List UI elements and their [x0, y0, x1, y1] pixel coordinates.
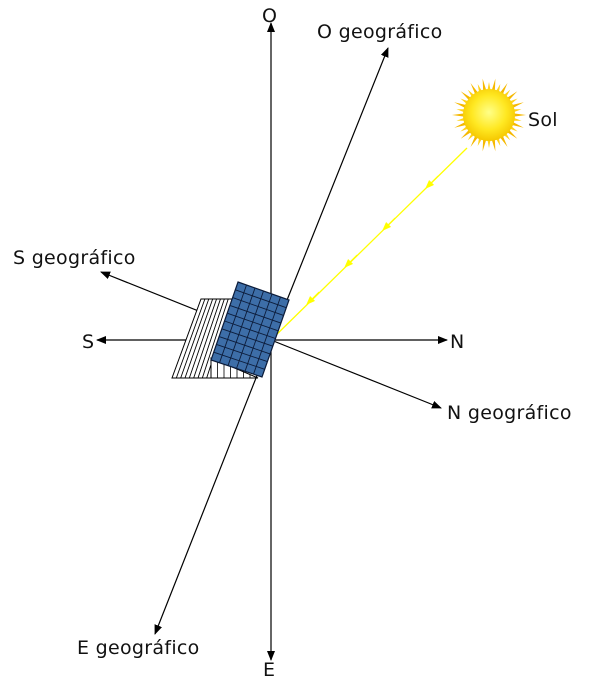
west-geo-label: O geográfico — [317, 21, 443, 43]
north-geo-axis-line — [270, 339, 442, 409]
sun-label: Sol — [528, 109, 558, 131]
north-geo-label: N geográfico — [447, 402, 572, 424]
solar-panel-icon — [171, 281, 290, 379]
east-label: E — [263, 659, 275, 679]
south-label: S — [82, 331, 94, 353]
south-geo-label: S geográfico — [13, 247, 136, 269]
labels: O E N S O geográfico E geográfico N geog… — [13, 5, 572, 679]
sun-icon — [452, 78, 526, 152]
west-geo-axis-line — [270, 47, 389, 341]
sun-ray — [270, 147, 468, 341]
east-geo-axis-line — [154, 339, 272, 635]
north-label: N — [450, 331, 465, 353]
west-label: O — [262, 5, 277, 27]
east-geo-label: E geográfico — [77, 637, 200, 659]
